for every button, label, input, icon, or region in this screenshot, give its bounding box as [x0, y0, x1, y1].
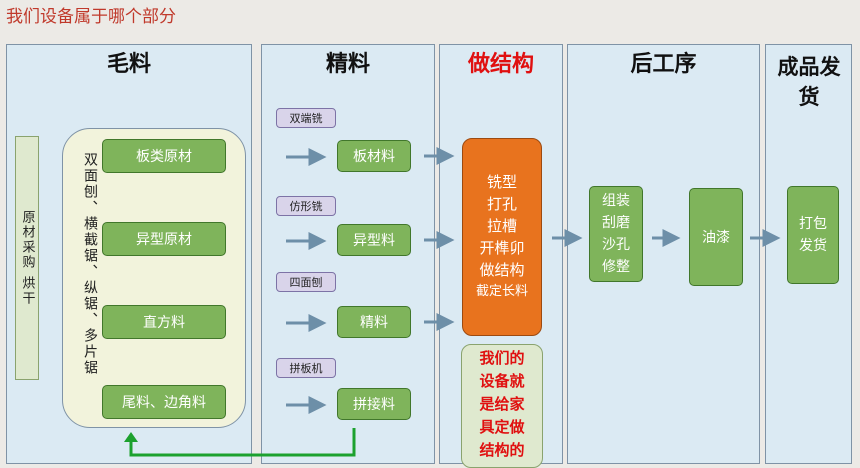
note-line-3: 是给家 — [479, 395, 525, 413]
box-assembly-sanding: 组装 刮磨 沙孔 修整 — [589, 186, 643, 282]
box-board-raw: 板类原材 — [102, 139, 226, 173]
step-packing: 打包 — [799, 216, 827, 232]
section-title-jingliao: 精料 — [325, 52, 370, 77]
process-milling: 铣型 — [486, 173, 517, 191]
box-pack-ship: 打包 发货 — [787, 186, 839, 284]
step-sanding: 沙孔 — [602, 237, 630, 253]
structure-process-box: 铣型 打孔 拉槽 开榫卯 做结构 截定长料 — [462, 138, 542, 336]
box-square-stock: 直方料 — [102, 305, 226, 339]
box-offcuts: 尾料、边角料 — [102, 385, 226, 419]
section-title-maoliao: 毛料 — [106, 52, 151, 77]
machine-label-four-side-planer: 四面刨 — [276, 272, 336, 292]
machine-label-copy-mill: 仿形铣 — [276, 196, 336, 216]
box-shaped-material: 异型料 — [337, 224, 411, 256]
step-scraping: 刮磨 — [602, 215, 630, 231]
step-shipping: 发货 — [799, 238, 827, 254]
our-equipment-note-box: 我们的 设备就 是给家 具定做 结构的 — [461, 344, 543, 468]
process-structure: 做结构 — [479, 261, 525, 279]
section-title-zuojiegou: 做结构 — [467, 52, 534, 77]
note-line-1: 我们的 — [479, 349, 525, 367]
maoliao-machines-label: 双面刨、横截锯、纵锯、多片锯 — [82, 152, 98, 376]
box-shaped-raw: 异型原材 — [102, 222, 226, 256]
process-drilling: 打孔 — [486, 195, 517, 213]
left-bar-procurement-drying: 原材采购 烘干 — [15, 136, 39, 380]
note-line-4: 具定做 — [479, 418, 525, 436]
section-title-hougongxu: 后工序 — [630, 52, 697, 77]
step-assembly: 组装 — [602, 193, 630, 209]
box-spliced-material: 拼接料 — [337, 388, 411, 420]
maoliao-rounded-group — [62, 128, 246, 428]
page-title: 我们设备属于哪个部分 — [6, 7, 176, 27]
box-painting: 油漆 — [689, 188, 743, 286]
note-line-2: 设备就 — [479, 372, 525, 390]
box-board-material: 板材料 — [337, 140, 411, 172]
process-mortise-tenon: 开榫卯 — [479, 239, 525, 257]
box-fine-material: 精料 — [337, 306, 411, 338]
note-line-5: 结构的 — [479, 441, 525, 459]
machine-label-panel-joiner: 拼板机 — [276, 358, 336, 378]
offcut-recycle-arrowhead — [124, 432, 138, 442]
offcut-recycle-connector — [129, 428, 356, 457]
step-finishing: 修整 — [602, 259, 630, 275]
machine-label-double-end-mill: 双端铣 — [276, 108, 336, 128]
section-title-chengpin: 成品发货 — [777, 55, 841, 109]
process-grooving: 拉槽 — [486, 217, 517, 235]
process-cut-to-length: 截定长料 — [475, 284, 528, 299]
